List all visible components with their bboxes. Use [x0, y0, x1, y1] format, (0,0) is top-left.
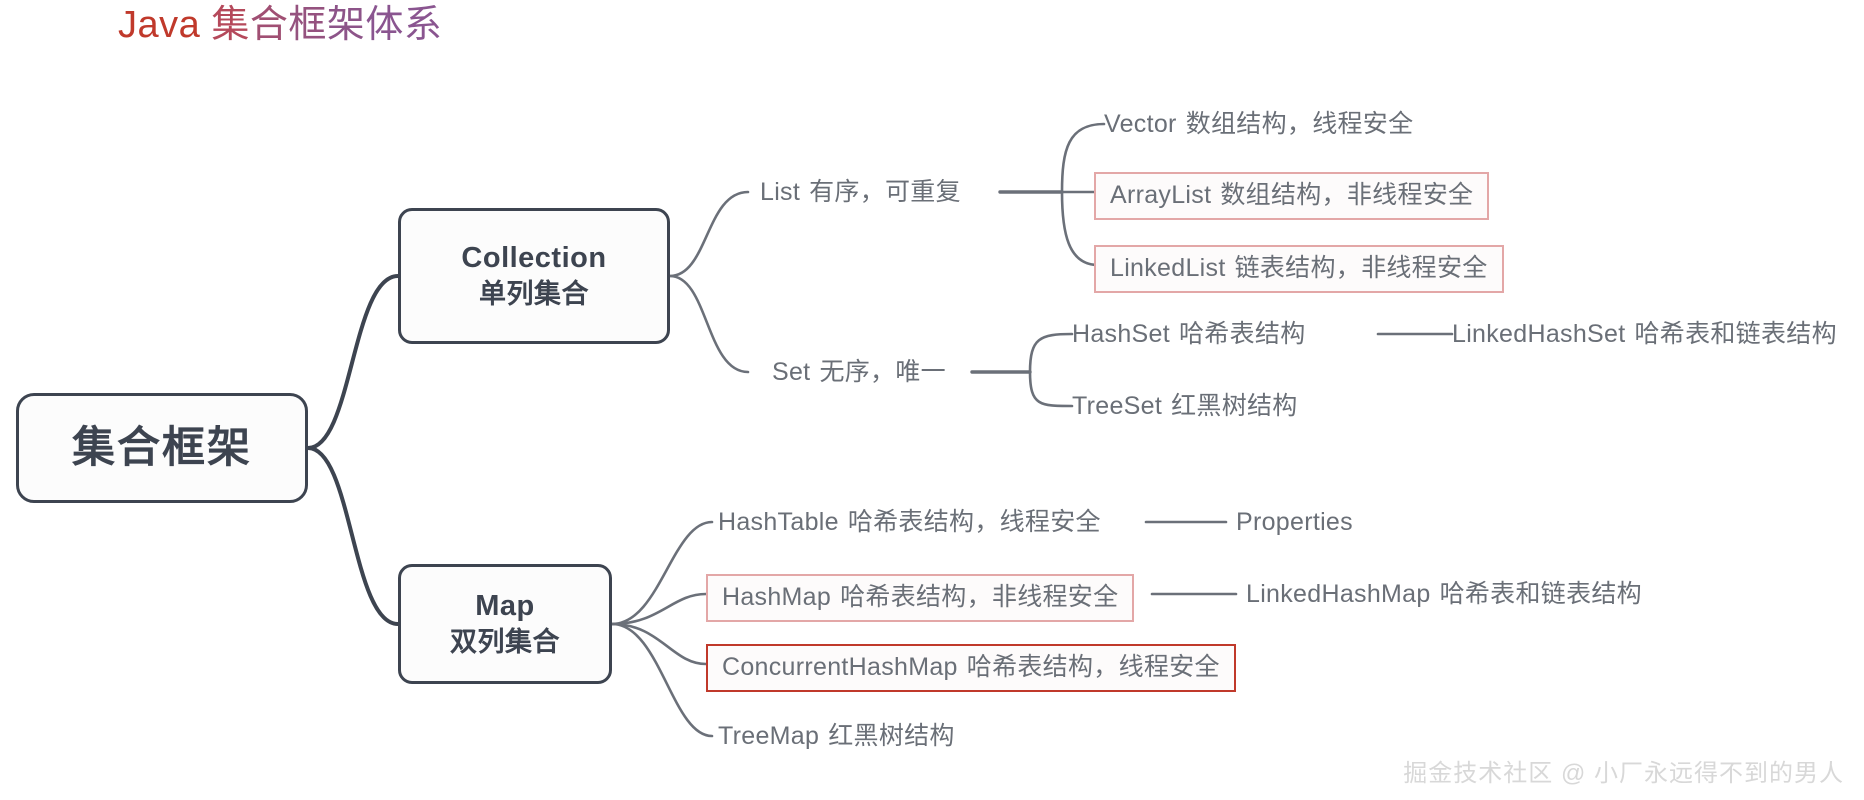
node-collection-subtitle: 单列集合 [479, 279, 589, 310]
leaf-set[interactable]: Set 无序，唯一 [772, 360, 946, 385]
title-cn-char-4: 体 [365, 4, 404, 46]
edge-list-linkedlist [1060, 190, 1100, 267]
edge-map-concurrenthashmap [610, 622, 708, 666]
leaf-vector-note: 数组结构，线程安全 [1185, 110, 1414, 138]
node-root[interactable]: 集合框架 [16, 393, 308, 503]
leaf-hashset-label: HashSet [1072, 320, 1170, 348]
leaf-linkedhashset-note: 哈希表和链表结构 [1634, 320, 1837, 348]
leaf-list[interactable]: List 有序，可重复 [760, 180, 961, 205]
leaf-hashtable-note: 哈希表结构，线程安全 [847, 508, 1101, 536]
leaf-linkedlist-label: LinkedList [1110, 254, 1226, 282]
title-cn-char-2: 框 [288, 4, 327, 46]
leaf-linkedhashset[interactable]: LinkedHashSet 哈希表和链表结构 [1452, 322, 1837, 347]
leaf-linkedhashset-label: LinkedHashSet [1452, 320, 1626, 348]
leaf-linkedhashmap[interactable]: LinkedHashMap 哈希表和链表结构 [1246, 582, 1642, 607]
watermark: 掘金技术社区 @ 小厂永远得不到的男人 [1403, 760, 1844, 787]
title-cn-char-1: 合 [249, 4, 289, 46]
leaf-arraylist-note: 数组结构，非线程安全 [1220, 181, 1474, 209]
leaf-hashset[interactable]: HashSet 哈希表结构 [1072, 322, 1306, 347]
edge-map-treemap [610, 622, 714, 738]
leaf-treemap-label: TreeMap [718, 722, 820, 750]
edge-map-hashtable [610, 520, 714, 626]
leaf-concurrenthashmap[interactable]: ConcurrentHashMap 哈希表结构，线程安全 [706, 644, 1236, 692]
leaf-properties-label: Properties [1236, 508, 1353, 536]
edge-map-hashmap [610, 592, 708, 626]
leaf-concurrenthashmap-label: ConcurrentHashMap [722, 653, 958, 681]
leaf-arraylist[interactable]: ArrayList 数组结构，非线程安全 [1094, 172, 1490, 220]
leaf-hashmap-note: 哈希表结构，非线程安全 [840, 583, 1119, 611]
node-map-subtitle: 双列集合 [450, 627, 560, 658]
leaf-linkedhashmap-note: 哈希表和链表结构 [1439, 580, 1642, 608]
leaf-treeset-note: 红黑树结构 [1171, 392, 1298, 420]
edge-collection-list [668, 190, 750, 278]
leaf-concurrenthashmap-note: 哈希表结构，线程安全 [966, 653, 1220, 681]
leaf-hashset-note: 哈希表结构 [1179, 320, 1306, 348]
leaf-linkedlist-note: 链表结构，非线程安全 [1234, 254, 1488, 282]
edge-root-collection [306, 274, 400, 450]
title-cn-char-3: 架 [326, 4, 366, 46]
leaf-hashtable-label: HashTable [718, 508, 839, 536]
leaf-vector-label: Vector [1104, 110, 1177, 138]
leaf-hashmap[interactable]: HashMap 哈希表结构，非线程安全 [706, 574, 1135, 622]
leaf-treeset[interactable]: TreeSet 红黑树结构 [1072, 394, 1298, 419]
leaf-linkedhashmap-label: LinkedHashMap [1246, 580, 1431, 608]
leaf-linkedlist[interactable]: LinkedList 链表结构，非线程安全 [1094, 245, 1504, 293]
leaf-treemap[interactable]: TreeMap 红黑树结构 [718, 724, 955, 749]
leaf-set-label: Set [772, 358, 811, 386]
node-root-label: 集合框架 [72, 423, 252, 472]
leaf-set-note: 无序，唯一 [819, 358, 946, 386]
title-cn-char-0: 集 [211, 4, 250, 46]
edge-collection-set [668, 274, 750, 374]
page-title: Java 集合框架体系 [118, 2, 442, 50]
node-collection[interactable]: Collection 单列集合 [398, 208, 670, 344]
leaf-treemap-note: 红黑树结构 [828, 722, 955, 750]
edge-root-map [306, 446, 400, 626]
leaf-treeset-label: TreeSet [1072, 392, 1163, 420]
title-cn-char-5: 系 [403, 4, 443, 46]
leaf-arraylist-label: ArrayList [1110, 181, 1212, 209]
leaf-hashmap-label: HashMap [722, 583, 832, 611]
leaf-list-note: 有序，可重复 [809, 178, 961, 206]
node-map[interactable]: Map 双列集合 [398, 564, 612, 684]
node-map-title: Map [475, 589, 535, 622]
edge-set-hashset [1028, 332, 1074, 374]
leaf-hashtable[interactable]: HashTable 哈希表结构，线程安全 [718, 510, 1101, 535]
leaf-vector[interactable]: Vector 数组结构，线程安全 [1104, 112, 1413, 137]
node-collection-title: Collection [461, 241, 607, 274]
edge-set-treeset [1028, 370, 1074, 408]
leaf-properties[interactable]: Properties [1236, 510, 1353, 535]
title-java: Java [118, 4, 201, 46]
leaf-list-label: List [760, 178, 801, 206]
